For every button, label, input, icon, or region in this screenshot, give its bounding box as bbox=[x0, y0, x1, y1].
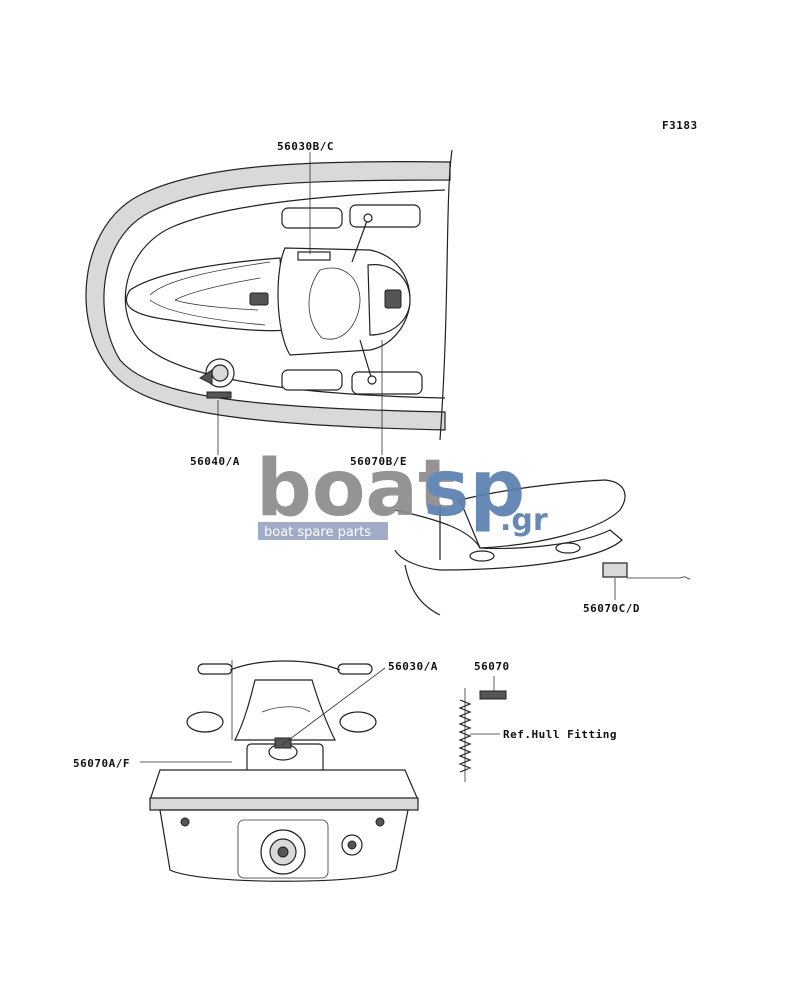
callout-56030b-c: 56030B/C bbox=[277, 140, 334, 153]
watermark-logo: boat sp .gr boat spare parts bbox=[256, 444, 548, 540]
watermark-tagline: boat spare parts bbox=[264, 525, 371, 540]
callout-56030-a: 56030/A bbox=[388, 660, 438, 673]
watermark-brand-right: sp bbox=[423, 444, 525, 534]
callout-56070b-e: 56070B/E bbox=[350, 455, 407, 468]
watermark-tagline-bg bbox=[258, 522, 388, 540]
callout-56040-a: 56040/A bbox=[190, 455, 240, 468]
watermark-suffix: .gr bbox=[500, 503, 548, 538]
callout-56070a-f: 56070A/F bbox=[73, 757, 130, 770]
watermark-brand-left: boat bbox=[256, 444, 455, 534]
top-view-deck bbox=[85, 149, 453, 441]
figure-code: F3183 bbox=[662, 119, 698, 132]
callout-hull-fitting: Ref.Hull Fitting bbox=[503, 728, 617, 741]
callout-56070: 56070 bbox=[474, 660, 510, 673]
side-view-seat bbox=[394, 479, 691, 616]
callout-56070c-d: 56070C/D bbox=[583, 602, 640, 615]
hull-fitting-spring bbox=[458, 676, 507, 782]
rear-view-craft bbox=[149, 660, 419, 882]
